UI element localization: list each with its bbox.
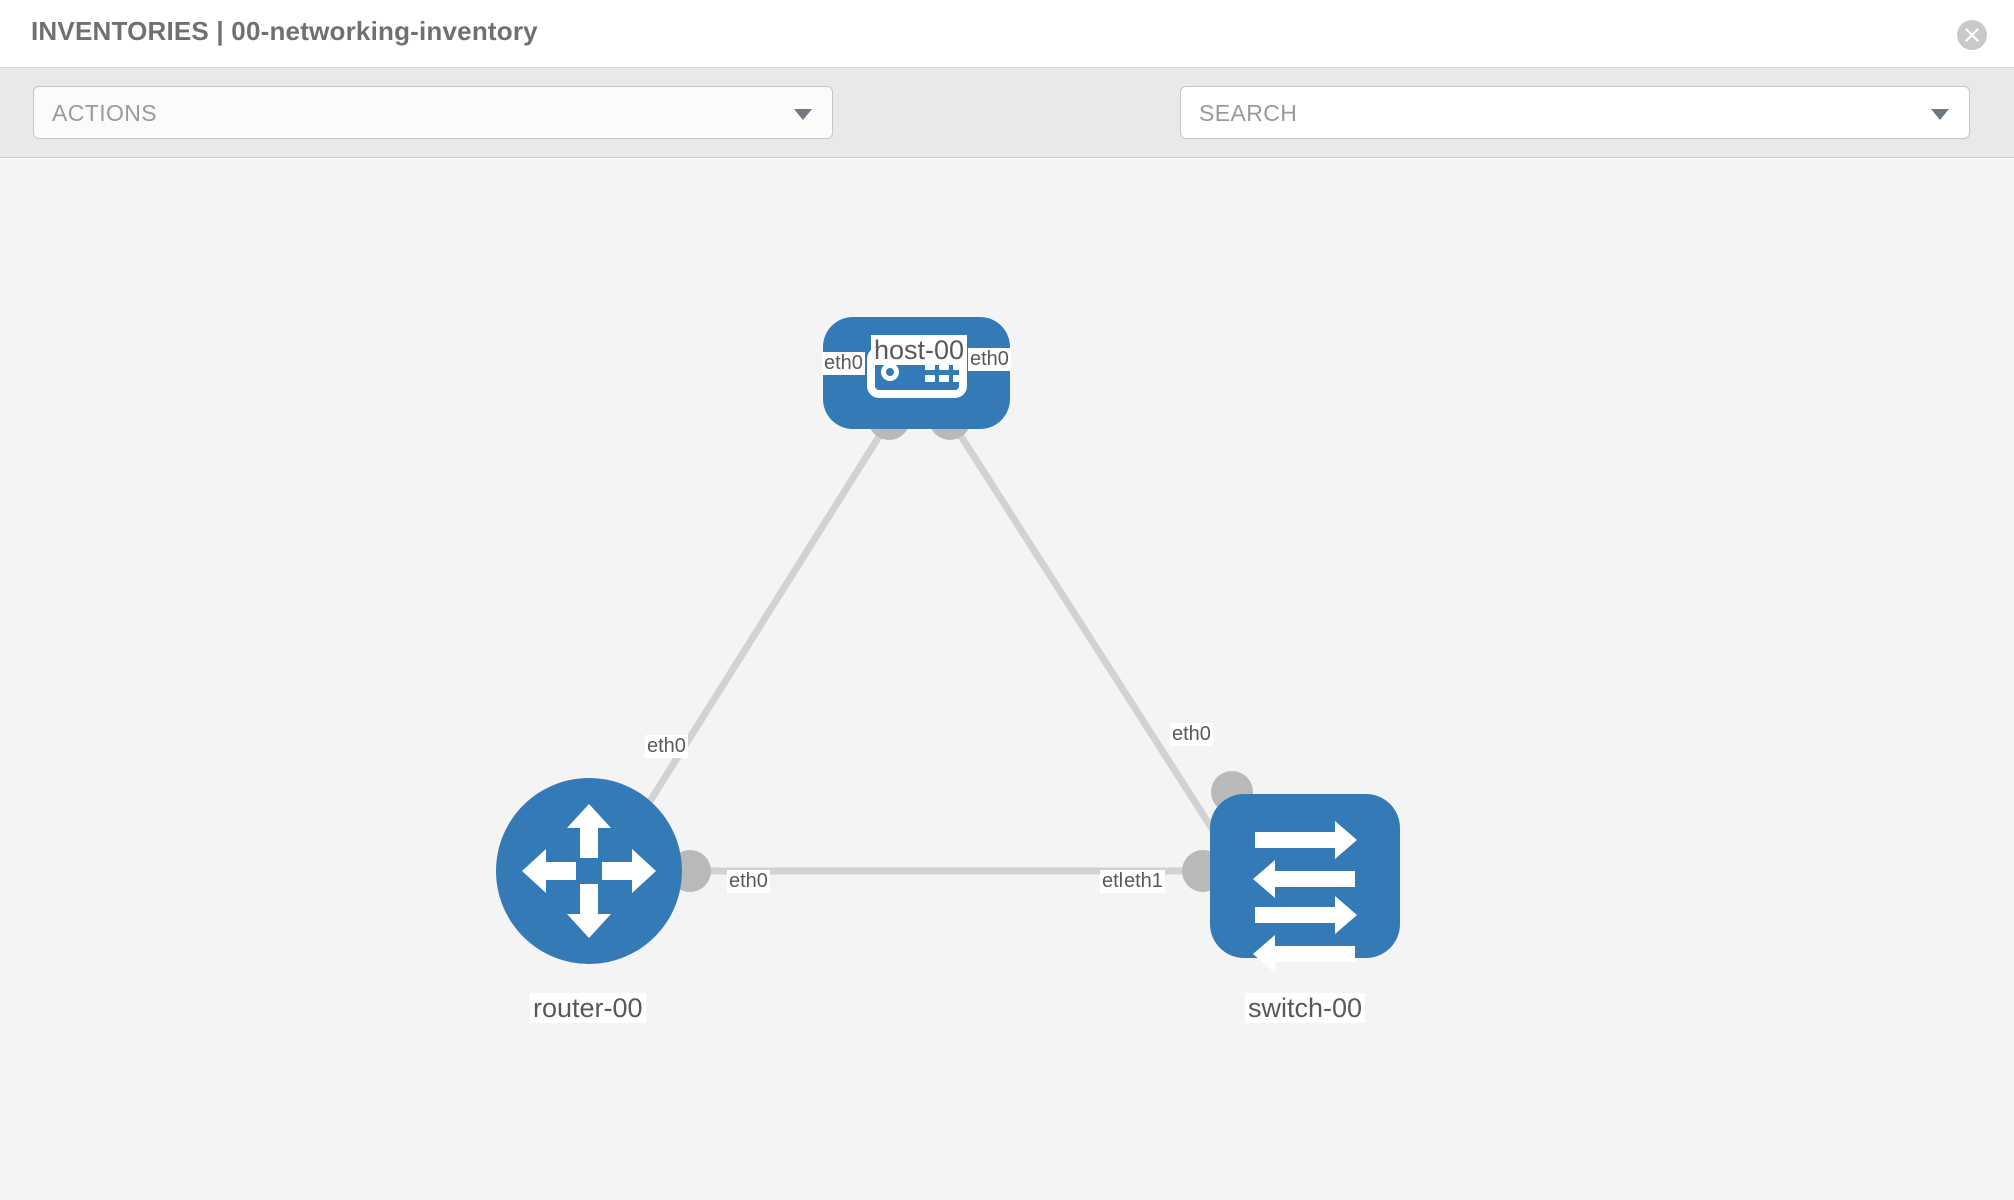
router-arrows-icon — [522, 804, 656, 938]
actions-dropdown[interactable]: ACTIONS — [33, 86, 833, 139]
search-input[interactable]: SEARCH — [1180, 86, 1970, 139]
iface-label: eth0 — [727, 870, 770, 893]
search-placeholder: SEARCH — [1199, 100, 1298, 126]
close-icon[interactable] — [1957, 20, 1987, 50]
link-host-switch — [947, 417, 1228, 851]
page-title: INVENTORIES | 00-networking-inventory — [31, 16, 538, 46]
chevron-down-icon — [1931, 109, 1949, 120]
actions-dropdown-label: ACTIONS — [52, 100, 158, 126]
switch-arrows-icon — [1253, 821, 1357, 973]
toolbar: ACTIONS SEARCH — [0, 68, 2014, 196]
node-label-router: router-00 — [530, 993, 646, 1024]
node-switch-00 — [1210, 794, 1400, 973]
iface-label: eth0 — [968, 348, 1011, 371]
node-label-switch: switch-00 — [1245, 993, 1366, 1024]
iface-label: eth0 — [1170, 723, 1213, 746]
window-header: INVENTORIES | 00-networking-inventory — [0, 0, 2014, 68]
node-router-00 — [496, 778, 682, 964]
topology-links — [617, 417, 1228, 875]
topology-canvas[interactable]: eth0 eth0 eth0 eth0 eth0 eth eth1 host-0… — [0, 159, 2014, 1200]
iface-label: eth1 — [1122, 870, 1165, 893]
iface-label: eth0 — [822, 352, 865, 375]
link-host-router — [617, 417, 893, 851]
iface-label: eth0 — [645, 735, 688, 758]
topology-ports — [669, 398, 1253, 892]
chevron-down-icon — [794, 109, 812, 120]
node-label-host: host-00 — [871, 335, 968, 366]
